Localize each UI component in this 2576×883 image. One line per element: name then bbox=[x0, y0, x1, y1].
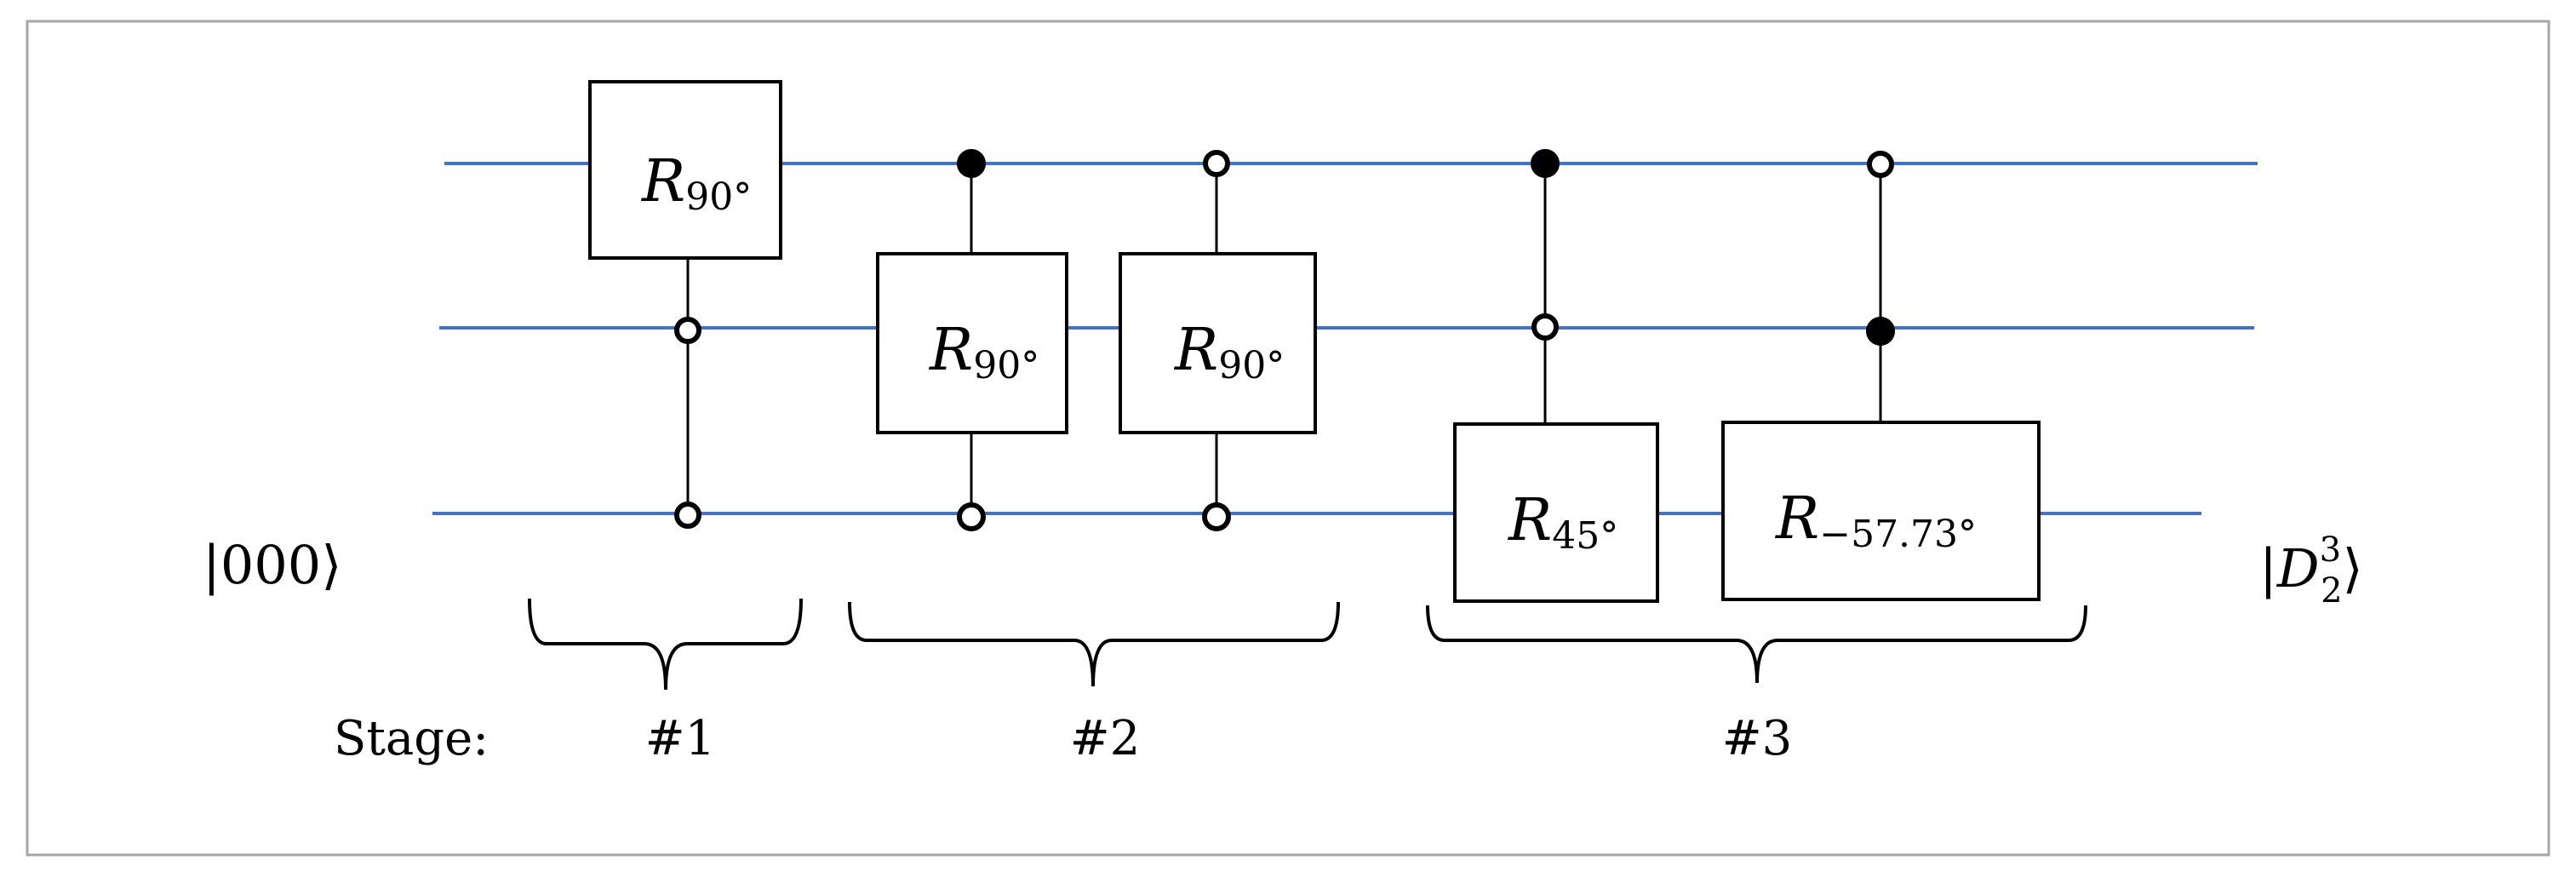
open-control-dot bbox=[674, 502, 701, 529]
output-state-superscript: 3 bbox=[2320, 530, 2341, 570]
open-control-dot bbox=[1203, 150, 1230, 177]
rotation-gate-5: R−57.73° bbox=[1721, 421, 2041, 601]
input-state-ket: |000⟩ bbox=[203, 534, 341, 596]
gate-2-angle: 90° bbox=[973, 344, 1039, 387]
svg-text:R90°: R90° bbox=[640, 148, 752, 219]
open-control-dot bbox=[674, 317, 701, 344]
gate-1-symbol: R bbox=[640, 148, 685, 215]
gate-3-angle: 90° bbox=[1218, 344, 1285, 387]
gate-2-symbol: R bbox=[928, 317, 973, 384]
open-control-dot bbox=[1202, 502, 1231, 531]
rotation-gate-4: R45° bbox=[1453, 422, 1659, 603]
svg-text:R90°: R90° bbox=[928, 317, 1039, 387]
gate-1-angle: 90° bbox=[685, 175, 752, 219]
gate-3-symbol: R bbox=[1173, 317, 1218, 384]
output-state-symbol: D bbox=[2276, 537, 2320, 599]
gate-4-angle: 45° bbox=[1552, 514, 1618, 558]
svg-text:R−57.73°: R−57.73° bbox=[1774, 485, 1977, 556]
filled-control-dot bbox=[1866, 317, 1895, 346]
stage-2-brace bbox=[848, 601, 1340, 687]
open-control-dot bbox=[1531, 313, 1559, 341]
open-control-dot bbox=[957, 502, 986, 531]
rotation-gate-3: R90° bbox=[1119, 252, 1317, 434]
svg-text:R45°: R45° bbox=[1507, 487, 1618, 558]
stage-3-brace bbox=[1426, 605, 2087, 684]
open-control-dot bbox=[1867, 151, 1894, 178]
stage-1-brace bbox=[528, 598, 803, 691]
stage-3-label: #3 bbox=[1722, 711, 1793, 766]
output-state-subscript: 2 bbox=[2321, 571, 2342, 611]
stage-1-label: #1 bbox=[645, 711, 716, 766]
svg-text:R90°: R90° bbox=[1173, 317, 1285, 387]
rotation-gate-2: R90° bbox=[876, 252, 1068, 434]
gate-5-angle: −57.73° bbox=[1819, 513, 1977, 556]
stage-heading: Stage: bbox=[334, 711, 489, 766]
filled-control-dot bbox=[1531, 149, 1560, 178]
rotation-gate-1: R90° bbox=[588, 80, 782, 260]
gate-4-symbol: R bbox=[1507, 487, 1552, 554]
stage-2-label: #2 bbox=[1070, 711, 1141, 766]
figure-border bbox=[26, 20, 2550, 857]
gate-5-symbol: R bbox=[1774, 485, 1819, 553]
filled-control-dot bbox=[957, 149, 986, 178]
